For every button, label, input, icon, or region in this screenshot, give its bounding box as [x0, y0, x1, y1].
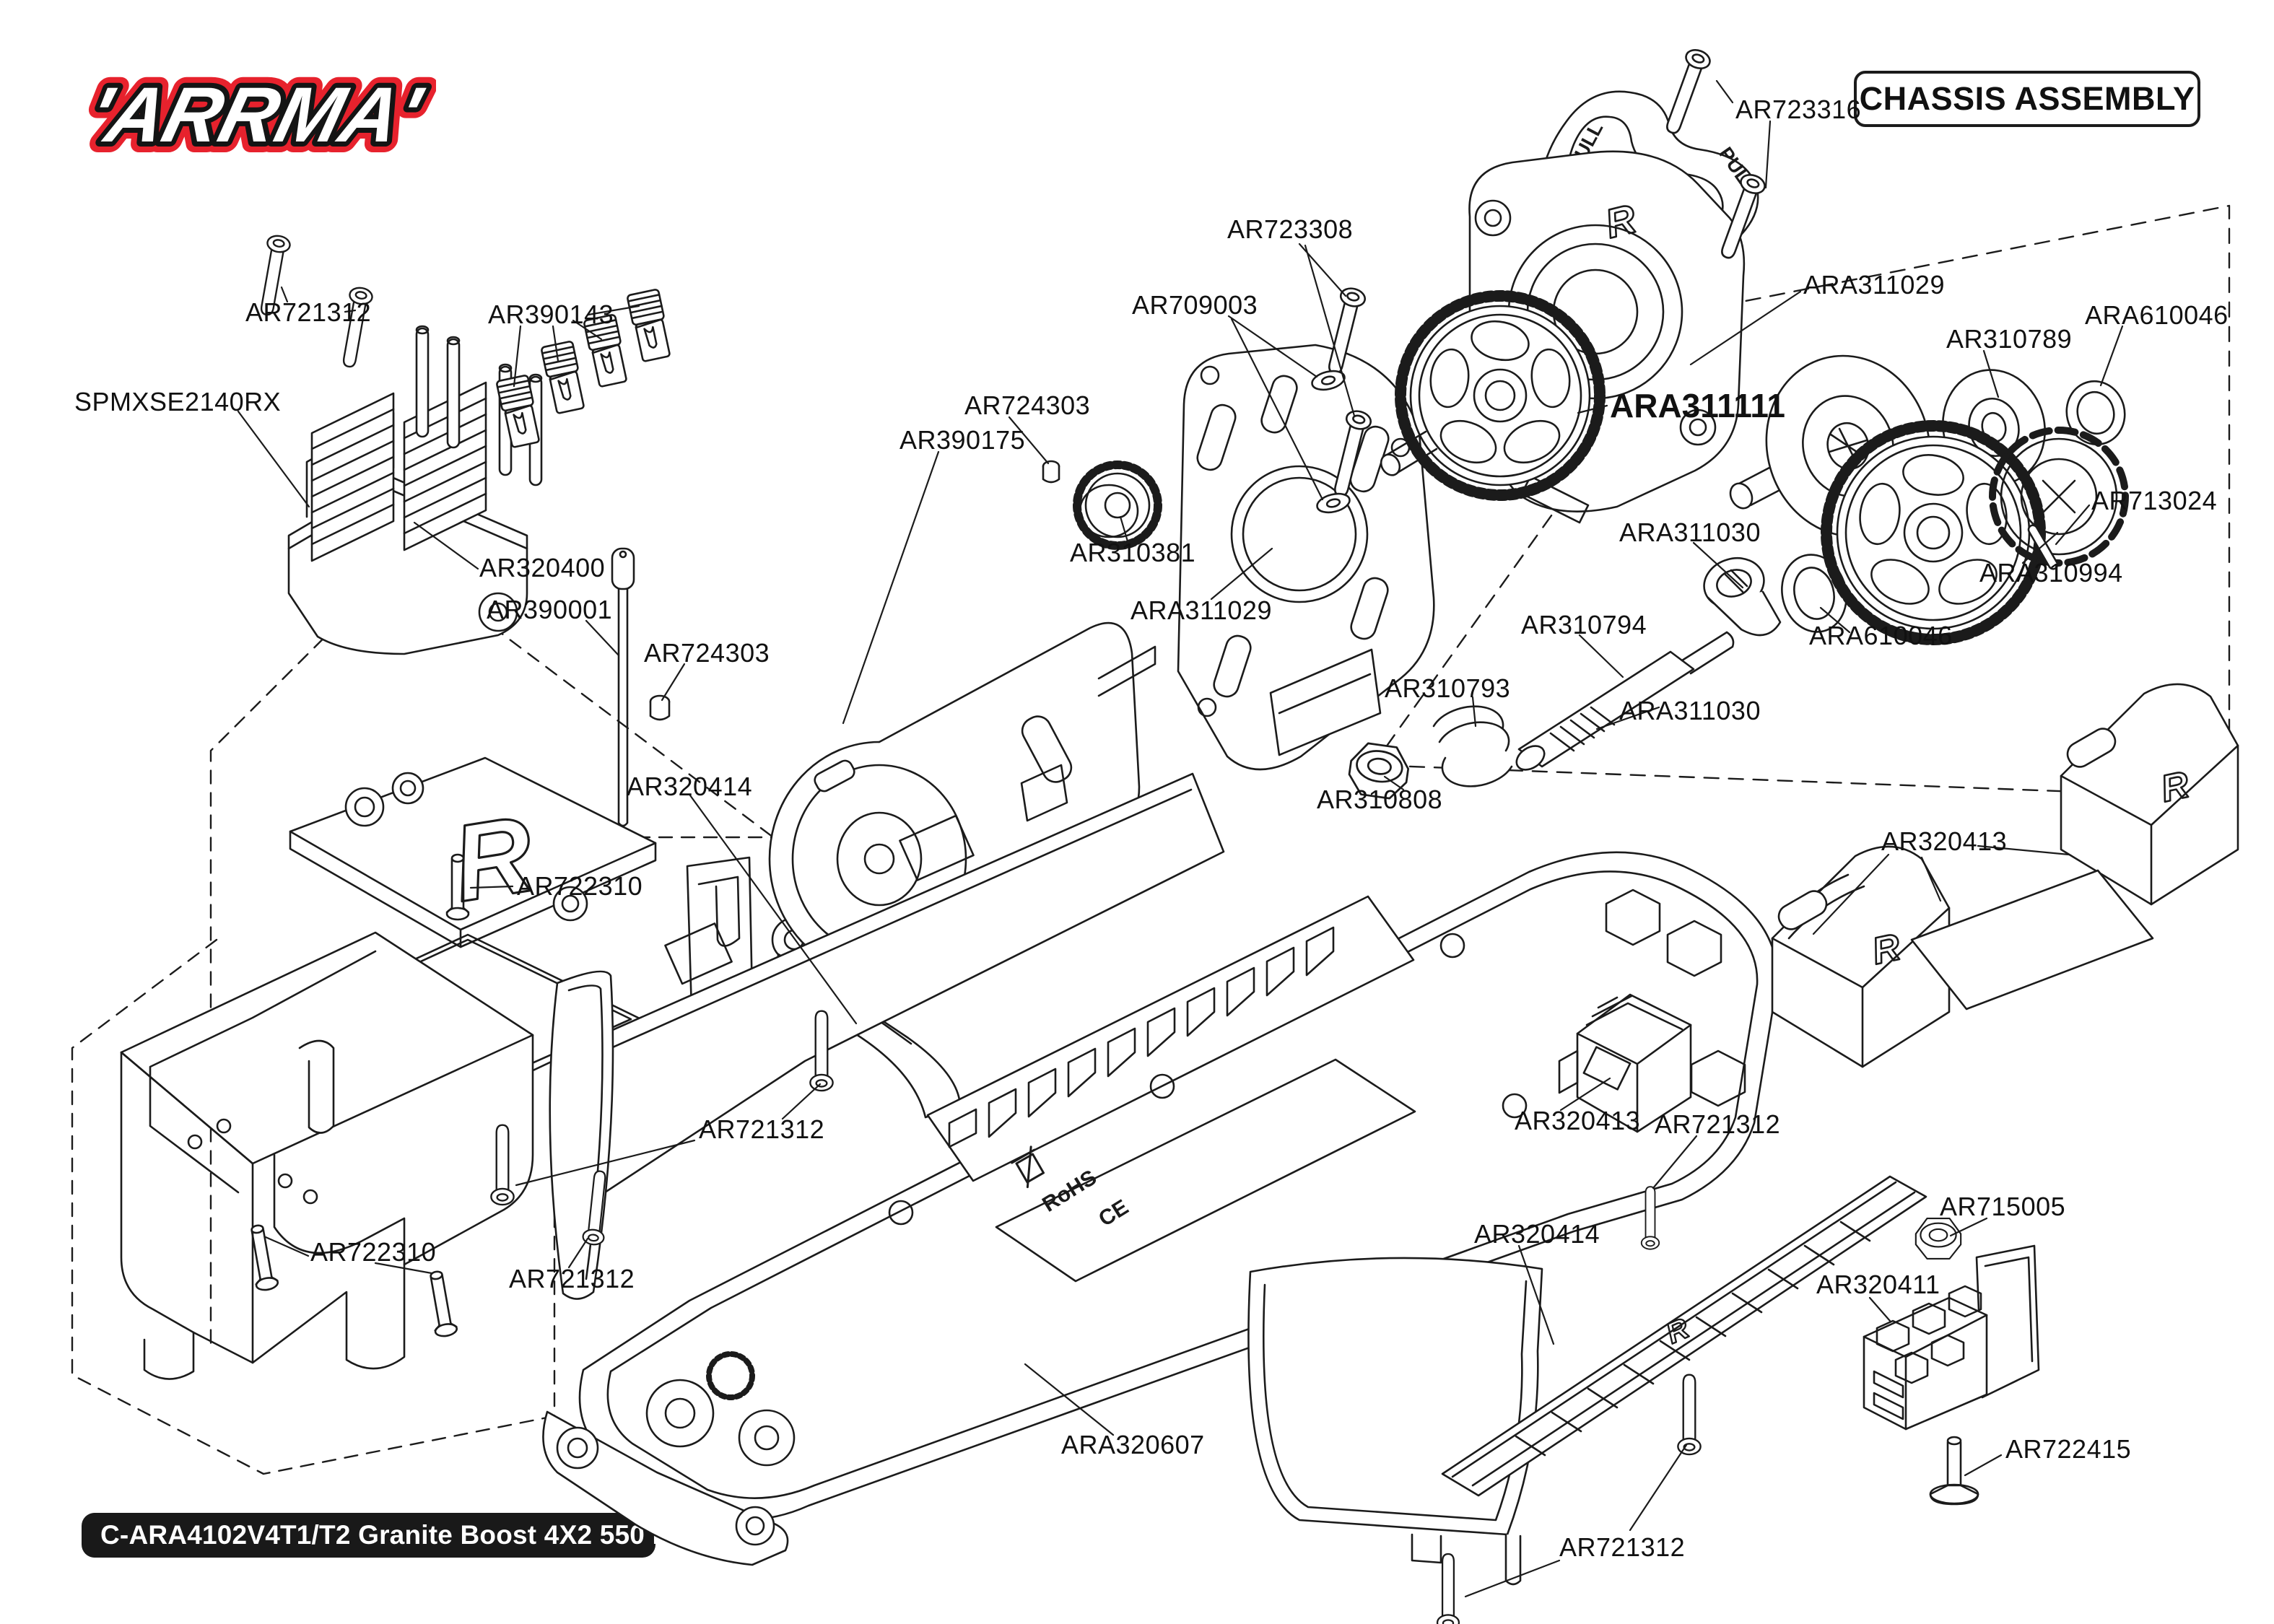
- part-label-ar320413: AR320413: [1881, 826, 2008, 856]
- part-label-ar722415: AR722415: [2005, 1434, 2132, 1464]
- slipper-pad-ring: [1989, 427, 2129, 567]
- chassis-weights: R R: [1771, 683, 2239, 1068]
- part-label-ar320411: AR320411: [1816, 1270, 1940, 1299]
- part-label-ar721312: AR721312: [1559, 1532, 1686, 1562]
- arrma-logo: 'ARRMA' 'ARRMA' 'ARRMA': [69, 61, 442, 169]
- part-label-ar723316: AR723316: [1735, 95, 1862, 124]
- slipper-spring: [1432, 705, 1513, 787]
- esc-speed-controller: [287, 325, 543, 655]
- part-label-ar310808: AR310808: [1317, 785, 1443, 814]
- radio-box-cover: R: [289, 756, 657, 948]
- slipper-shaft: [1515, 631, 1735, 771]
- page-title-text: CHASSIS ASSEMBLY: [1859, 80, 2195, 117]
- receiver-box-base: [120, 931, 534, 1380]
- part-label-ar724303: AR724303: [964, 390, 1091, 420]
- part-label-ar310789: AR310789: [1946, 324, 2073, 354]
- part-label-ar390001: AR390001: [487, 595, 613, 624]
- part-label-ar310381: AR310381: [1070, 538, 1196, 567]
- antenna-tube: [611, 547, 635, 827]
- chassis-rear-pods: [1605, 889, 1746, 1107]
- motor-mount-plate: [1177, 344, 1435, 771]
- part-label-ar722310: AR722310: [517, 871, 643, 901]
- part-label-ara310994: ARA310994: [1979, 558, 2123, 588]
- part-label-ar715005: AR715005: [1940, 1192, 2066, 1221]
- countersunk-screw: [1929, 1436, 1979, 1506]
- logo-red-outline: 'ARRMA': [79, 71, 431, 158]
- part-label-ara311111: ARA311111: [1610, 387, 1786, 424]
- outdrive-cup: [1703, 557, 1782, 637]
- page-title: CHASSIS ASSEMBLY: [1854, 71, 2200, 127]
- bearing-top-right: [2065, 380, 2126, 446]
- spur-gear: [1380, 290, 1606, 501]
- chassis-center-rail: [926, 895, 1415, 1182]
- chassis-front-steering: [542, 1351, 796, 1566]
- part-label-ara311029: ARA311029: [1131, 595, 1272, 625]
- right-sill: R: [1441, 1175, 1927, 1497]
- part-label-spmxse2140rx: SPMXSE2140RX: [74, 387, 282, 416]
- part-label-ara311030: ARA311030: [1619, 696, 1761, 725]
- part-label-ar320413: AR320413: [1515, 1106, 1641, 1135]
- part-label-ar723308: AR723308: [1227, 214, 1354, 244]
- pinion-gear: [1073, 460, 1162, 550]
- grub-screw-mid: [1042, 460, 1060, 484]
- part-label-ar721312: AR721312: [509, 1264, 635, 1293]
- part-label-ar721312: AR721312: [699, 1114, 825, 1144]
- part-label-ara311030: ARA311030: [1619, 518, 1761, 547]
- side-guard-right: R: [1247, 1175, 1927, 1586]
- grub-screw-left: [649, 694, 671, 721]
- part-label-ar390143: AR390143: [488, 300, 614, 329]
- logo-text: 'ARRMA': [79, 71, 431, 158]
- part-label-ar721312: AR721312: [1655, 1109, 1781, 1139]
- rear-brace: [1863, 1244, 2040, 1431]
- main-chassis: RoHS CE: [542, 851, 1779, 1566]
- part-label-ar390175: AR390175: [899, 425, 1026, 455]
- part-label-ar722310: AR722310: [310, 1237, 437, 1267]
- part-label-ar724303: AR724303: [644, 638, 770, 668]
- part-label-ar320414: AR320414: [627, 772, 753, 801]
- part-label-ara610046: ARA610046: [1809, 621, 1953, 650]
- part-label-ar709003: AR709003: [1132, 290, 1258, 320]
- part-label-ar320400: AR320400: [479, 553, 606, 582]
- leader-lines: [237, 79, 2124, 1598]
- part-label-ar713024: AR713024: [2091, 486, 2218, 515]
- part-label-ar310794: AR310794: [1521, 610, 1647, 639]
- part-label-ara610046: ARA610046: [2085, 300, 2229, 330]
- esc-mount-block: [1558, 993, 1692, 1133]
- part-label-ar310793: AR310793: [1385, 673, 1511, 703]
- svg-text:'ARRMA': 'ARRMA': [79, 71, 431, 158]
- foam-pad: [1910, 869, 2154, 1010]
- part-label-ar320414: AR320414: [1474, 1219, 1600, 1249]
- part-label-ara320607: ARA320607: [1061, 1430, 1205, 1459]
- main-diff-gear: [1821, 420, 2046, 645]
- slipper-driveline: [1346, 420, 2129, 802]
- part-label-ar721312: AR721312: [245, 297, 372, 327]
- part-label-ara311029: ARA311029: [1803, 270, 1945, 300]
- wind-deflector-left: [549, 970, 614, 1300]
- flange-nut: [1914, 1218, 1962, 1260]
